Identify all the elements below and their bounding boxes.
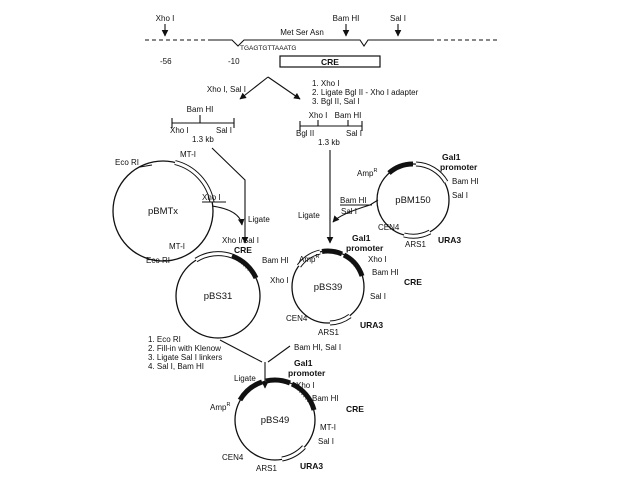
plasmid-pBS49: pBS49 Gal1 promoter Xho I Bam HI CRE MT-… xyxy=(210,358,364,473)
right-branch-arrow xyxy=(267,76,301,100)
pBMTx-xho-label: Xho I xyxy=(202,193,221,202)
pBS49-mt-label: MT-I xyxy=(320,423,336,432)
pBM150-insert-sal: Sal I xyxy=(341,207,357,216)
left-branch-arrow xyxy=(239,76,269,100)
ligate-2-label: Ligate xyxy=(298,211,320,220)
pBS49-ura-label: URA3 xyxy=(300,461,323,471)
pBS49-amp-label: AmpR xyxy=(210,402,230,412)
pBS49-xho-label: Xho I xyxy=(296,381,315,390)
pBS39-name: pBS39 xyxy=(314,282,343,293)
pBS49-bam-label: Bam HI xyxy=(312,394,339,403)
pBS31-bam-label: Bam HI xyxy=(262,256,289,265)
xho-site-label: Xho I xyxy=(156,14,175,23)
pBS39-sal-label: Sal I xyxy=(370,292,386,301)
step3-item-3: 3. Ligate Sal I linkers xyxy=(148,353,222,362)
step3-right-arrow xyxy=(267,345,291,363)
ligate-3-label: Ligate xyxy=(234,374,256,383)
step3-item-4: 4. Sal I, Bam HI xyxy=(148,362,204,371)
pBMTx-name: pBMTx xyxy=(148,206,178,217)
pBS39-promoter-label: promoter xyxy=(346,243,384,253)
cre-box xyxy=(279,55,381,68)
left-fragment-down-arrow xyxy=(211,147,249,244)
pBMTx-eco-label: Eco RI xyxy=(115,158,139,167)
pBS39-xho-label: Xho I xyxy=(368,255,387,264)
pBM150-insert-bam: Bam HI xyxy=(340,196,367,205)
plasmid-pBMTx: pBMTx Eco RI MT-I Xho I xyxy=(112,150,245,262)
right-sal-label: Sal I xyxy=(346,129,362,138)
step-3: 1. Eco RI 2. Fill-in with Klenow 3. Liga… xyxy=(148,335,341,389)
right-size-label: 1.3 kb xyxy=(318,138,340,147)
left-sal-label: Sal I xyxy=(216,126,232,135)
right-step-2: 2. Ligate Bgl II - Xho I adapter xyxy=(312,88,419,97)
right-bgl-label: Bgl II xyxy=(296,129,314,138)
pBS39-cen-label: CEN4 xyxy=(286,314,308,323)
right-step-3: 3. Bgl II, Sal I xyxy=(312,97,360,106)
pBM150-gal1-label: Gal1 xyxy=(442,152,461,162)
plasmid-pBS39: pBS39 Gal1 promoter AmpR Xho I Bam HI CR… xyxy=(286,233,422,337)
right-xho-label: Xho I xyxy=(309,111,328,120)
right-bam-label: Bam HI xyxy=(335,111,362,120)
pBS31-xho-label: Xho I xyxy=(270,276,289,285)
pBS49-promoter-label: promoter xyxy=(288,368,326,378)
pBM150-ars-label: ARS1 xyxy=(405,240,426,249)
pBM150-amp-label: AmpR xyxy=(357,168,377,178)
step3-item-2: 2. Fill-in with Klenow xyxy=(148,344,221,353)
pBS39-ars-label: ARS1 xyxy=(318,328,339,337)
pBS31-xhosal-label: Xho I/Sal I xyxy=(222,236,259,245)
pBS39-ura-label: URA3 xyxy=(360,320,383,330)
pBS39-amp-label: AmpR xyxy=(299,254,319,264)
pBS49-cre-label: CRE xyxy=(346,404,364,414)
pBM150-sal-label: Sal I xyxy=(452,191,468,200)
gene-map: Xho I Bam HI Sal I Met Ser Asn TGAGTGTTA… xyxy=(145,14,500,68)
right-step-1: 1. Xho I xyxy=(312,79,340,88)
pBS39-gal1-label: Gal1 xyxy=(352,233,371,243)
left-size-label: 1.3 kb xyxy=(192,135,214,144)
left-fragment: Xho I, Sal I Bam HI Xho I Sal I 1.3 kb xyxy=(170,85,246,144)
step3-item-1: 1. Eco RI xyxy=(148,335,181,344)
pBS49-name: pBS49 xyxy=(261,415,290,426)
step3-left-arrow xyxy=(219,339,263,363)
pBM150-bam-label: Bam HI xyxy=(452,177,479,186)
pBM150-name: pBM150 xyxy=(395,195,430,206)
position-minus-56: -56 xyxy=(160,57,172,66)
sal-site-label: Sal I xyxy=(390,14,406,23)
pBS49-gal1-label: Gal1 xyxy=(294,358,313,368)
pBS49-ars-label: ARS1 xyxy=(256,464,277,473)
left-bam-label: Bam HI xyxy=(187,105,214,114)
cre-box-label: CRE xyxy=(321,57,339,67)
pBM150-cen-label: CEN4 xyxy=(378,223,400,232)
pBS31-eco-label: Eco RI xyxy=(146,256,170,265)
pBS31-name: pBS31 xyxy=(204,291,233,302)
plasmid-pBS31: pBS31 Xho I/Sal I CRE MT-I Eco RI Bam HI… xyxy=(146,236,289,339)
pBM150-ura-label: URA3 xyxy=(438,235,461,245)
left-digest-label: Xho I, Sal I xyxy=(207,85,246,94)
pBS39-cre-label: CRE xyxy=(404,277,422,287)
pBMTx-to-ligate-arrow xyxy=(211,205,245,226)
pBS31-mt-label: MT-I xyxy=(169,242,185,251)
left-xho-label: Xho I xyxy=(170,126,189,135)
protein-label: Met Ser Asn xyxy=(280,28,324,37)
ligate-1-label: Ligate xyxy=(248,215,270,224)
position-minus-10: -10 xyxy=(228,57,240,66)
pBS39-bam-label: Bam HI xyxy=(372,268,399,277)
right-fragment: 1. Xho I 2. Ligate Bgl II - Xho I adapte… xyxy=(296,79,419,147)
step3-digest-label: Bam HI, Sal I xyxy=(294,343,341,352)
plasmid-pBM150: pBM150 Gal1 promoter AmpR Bam HI Sal I C… xyxy=(332,152,479,249)
pBMTx-mt-label: MT-I xyxy=(180,150,196,159)
sequence-label: TGAGTGTTAAATG xyxy=(240,45,296,52)
pBS49-sal-label: Sal I xyxy=(318,437,334,446)
pBS49-cen-label: CEN4 xyxy=(222,453,244,462)
pBS31-cre-label: CRE xyxy=(234,245,252,255)
pBM150-to-ligate-arrow xyxy=(332,199,379,223)
pBM150-promoter-label: promoter xyxy=(440,162,478,172)
bam-site-label: Bam HI xyxy=(333,14,360,23)
